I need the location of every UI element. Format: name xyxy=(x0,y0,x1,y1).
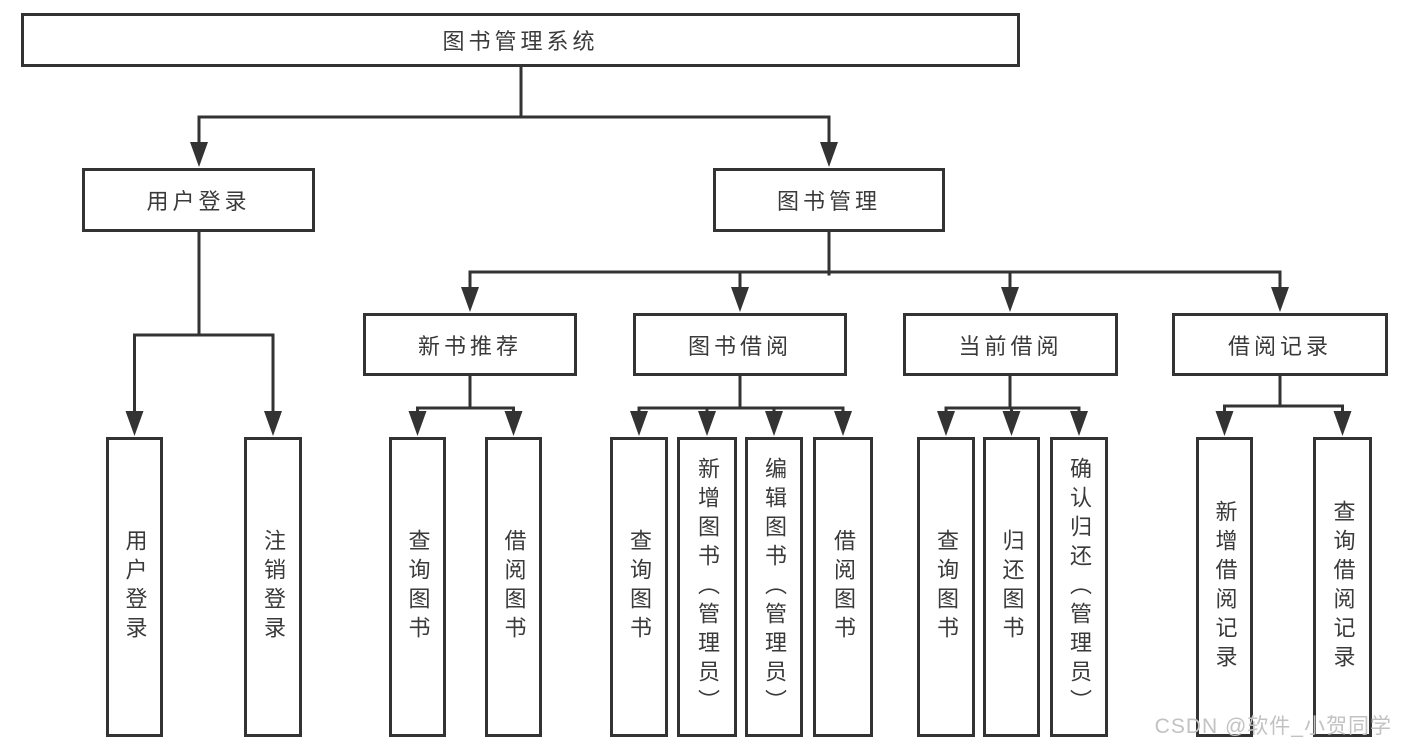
leaf-newbook-query-books-label: 查询图书 xyxy=(405,529,431,645)
node-book-management: 图书管理 xyxy=(713,168,945,232)
node-current-borrowing-label: 当前借阅 xyxy=(958,333,1063,359)
node-new-book-recommend-label: 新书推荐 xyxy=(417,333,522,359)
leaf-newbook-borrow-books: 借阅图书 xyxy=(485,437,542,737)
node-root-label: 图书管理系统 xyxy=(442,29,599,54)
leaf-records-add-record-label: 新增借阅记录 xyxy=(1212,500,1238,674)
leaf-current-confirm-return-admin: 确认归还（管理员） xyxy=(1050,437,1108,737)
leaf-borrow-add-books-admin-label: 新增图书（管理员） xyxy=(695,456,720,718)
leaf-borrow-edit-books-admin: 编辑图书（管理员） xyxy=(745,437,803,737)
leaf-current-query-books: 查询图书 xyxy=(917,437,975,737)
node-book-borrowing-label: 图书借阅 xyxy=(687,333,792,359)
node-user-login-label: 用户登录 xyxy=(146,189,251,214)
leaf-current-return-books-label: 归还图书 xyxy=(999,529,1025,645)
leaf-newbook-query-books: 查询图书 xyxy=(389,437,446,737)
node-current-borrowing: 当前借阅 xyxy=(903,313,1118,376)
leaf-newbook-borrow-books-label: 借阅图书 xyxy=(501,529,527,645)
leaf-records-query-record: 查询借阅记录 xyxy=(1313,437,1372,737)
leaf-borrow-query-books: 查询图书 xyxy=(610,437,668,737)
leaf-borrow-add-books-admin: 新增图书（管理员） xyxy=(677,437,737,737)
leaf-borrow-borrow-books: 借阅图书 xyxy=(813,437,873,737)
leaf-current-return-books: 归还图书 xyxy=(983,437,1040,737)
node-new-book-recommend: 新书推荐 xyxy=(363,313,577,376)
leaf-user-login: 用户登录 xyxy=(106,437,163,737)
leaf-records-add-record: 新增借阅记录 xyxy=(1196,437,1253,737)
leaf-logout-label: 注销登录 xyxy=(261,529,286,645)
node-user-login: 用户登录 xyxy=(82,168,315,232)
csdn-watermark: CSDN @软件_小贺同学 xyxy=(1154,715,1392,738)
node-book-borrowing: 图书借阅 xyxy=(633,313,847,376)
leaf-borrow-query-books-label: 查询图书 xyxy=(627,529,652,645)
node-borrowing-records-label: 借阅记录 xyxy=(1227,333,1332,359)
leaf-borrow-borrow-books-label: 借阅图书 xyxy=(831,529,856,645)
leaf-current-confirm-return-admin-label: 确认归还（管理员） xyxy=(1067,456,1092,718)
leaf-records-query-record-label: 查询借阅记录 xyxy=(1330,500,1356,674)
leaf-user-login-label: 用户登录 xyxy=(122,529,148,645)
node-book-management-label: 图书管理 xyxy=(776,189,881,214)
leaf-borrow-edit-books-admin-label: 编辑图书（管理员） xyxy=(762,456,787,718)
leaf-logout: 注销登录 xyxy=(244,437,302,737)
node-borrowing-records: 借阅记录 xyxy=(1172,313,1388,376)
node-root: 图书管理系统 xyxy=(21,13,1020,67)
leaf-current-query-books-label: 查询图书 xyxy=(934,529,959,645)
